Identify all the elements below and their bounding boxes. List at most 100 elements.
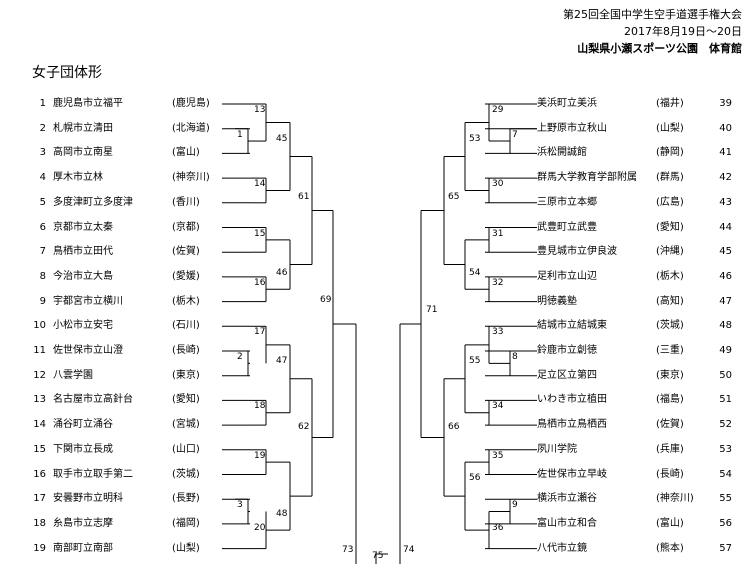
team-seed: 11	[33, 345, 46, 356]
team-prefecture: (静岡)	[656, 147, 684, 159]
match-number: 33	[492, 327, 504, 338]
team-prefecture: (茨城)	[656, 320, 684, 332]
team-seed: 53	[719, 443, 732, 455]
team-seed: 15	[33, 443, 46, 455]
team-prefecture: (神奈川)	[656, 493, 694, 505]
team-seed: 16	[33, 468, 46, 480]
match-number: 20	[254, 522, 266, 533]
match-number: 47	[276, 355, 288, 366]
match-number: 3	[237, 500, 243, 511]
team-prefecture: (長崎)	[172, 345, 200, 356]
team-prefecture: (福島)	[656, 394, 684, 406]
team-prefecture: (福井)	[656, 98, 684, 109]
match-number: 16	[254, 277, 266, 288]
team-name: 三原市立本郷	[537, 196, 597, 208]
team-prefecture: (栃木)	[172, 295, 200, 307]
team-seed: 49	[719, 345, 732, 356]
match-number: 2	[237, 352, 243, 362]
team-name: 下関市立長成	[53, 443, 113, 455]
team-seed: 56	[719, 517, 732, 529]
team-prefecture: (佐賀)	[656, 419, 684, 431]
team-name: 厚木市立林	[53, 172, 103, 184]
team-prefecture: (鹿児島)	[172, 98, 210, 109]
team-name: 美浜町立美浜	[537, 98, 597, 109]
team-name: 多度津町立多度津	[53, 196, 133, 208]
event-date: 2017年8月19日～20日	[624, 25, 742, 38]
match-number: 14	[254, 179, 266, 190]
team-prefecture: (香川)	[172, 196, 200, 208]
match-number: 1	[237, 129, 243, 140]
team-name: 糸島市立志摩	[53, 517, 113, 529]
match-number: 29	[492, 105, 504, 115]
team-name: 足利市立山辺	[537, 270, 597, 282]
team-name: いわき市立植田	[537, 394, 607, 406]
team-name: 安曇野市立明科	[53, 493, 123, 505]
team-prefecture: (愛知)	[656, 221, 684, 233]
category-title: 女子団体形	[32, 65, 102, 81]
team-prefecture: (高知)	[656, 295, 684, 307]
team-name: 足立区立第四	[537, 369, 597, 381]
match-number: 71	[426, 304, 438, 315]
team-seed: 42	[719, 172, 732, 184]
team-seed: 54	[719, 468, 732, 480]
team-seed: 51	[719, 394, 732, 406]
team-seed: 9	[39, 295, 46, 307]
team-name: 上野原市立秋山	[537, 122, 607, 134]
team-seed: 57	[719, 542, 732, 554]
team-prefecture: (愛媛)	[172, 270, 200, 282]
match-number: 55	[469, 355, 481, 366]
team-seed: 41	[719, 147, 732, 159]
team-name: 豊見城市立伊良波	[537, 246, 617, 258]
team-name: 佐世保市立山澄	[53, 345, 123, 356]
match-number: 48	[276, 509, 288, 520]
team-name: 武豊町立武豊	[537, 221, 597, 233]
team-prefecture: (沖縄)	[656, 246, 684, 258]
team-seed: 43	[719, 196, 732, 208]
team-seed: 47	[719, 295, 732, 307]
team-name: 群馬大学教育学部附属	[537, 172, 637, 184]
team-name: 名古屋市立高針台	[53, 394, 133, 406]
team-seed: 18	[33, 517, 46, 529]
team-seed: 1	[39, 98, 46, 109]
match-number: 19	[254, 450, 266, 461]
team-name: 佐世保市立早岐	[537, 468, 607, 480]
team-name: 八雲学園	[53, 369, 93, 381]
team-name: 浜松開誠館	[537, 147, 587, 159]
team-name: 京都市立太秦	[53, 221, 113, 233]
team-name: 高岡市立南星	[53, 147, 113, 159]
team-seed: 8	[39, 270, 46, 282]
team-seed: 7	[39, 246, 46, 258]
team-prefecture: (神奈川)	[172, 172, 210, 184]
team-seed: 46	[719, 270, 732, 282]
team-prefecture: (山梨)	[172, 542, 200, 554]
team-seed: 14	[33, 419, 46, 431]
team-seed: 2	[39, 122, 46, 134]
team-name: 富山市立和合	[537, 517, 597, 529]
match-number: 8	[512, 352, 518, 362]
match-number: 17	[254, 327, 266, 338]
team-prefecture: (佐賀)	[172, 246, 200, 258]
event-venue: 山梨県小瀬スポーツ公園 体育館	[577, 42, 742, 55]
team-prefecture: (北海道)	[172, 122, 210, 134]
team-seed: 17	[33, 493, 46, 505]
match-number: 62	[298, 422, 310, 433]
match-number: 46	[276, 268, 288, 279]
team-name: 小松市立安宅	[53, 320, 113, 332]
team-name: 涌谷町立涌谷	[53, 419, 113, 431]
match-number: 15	[254, 228, 266, 239]
match-number: 18	[254, 401, 266, 412]
team-seed: 3	[39, 147, 46, 159]
match-number: 74	[403, 545, 415, 555]
team-seed: 48	[719, 320, 732, 332]
team-seed: 52	[719, 419, 732, 431]
team-name: 札幌市立清田	[53, 122, 113, 134]
match-number: 9	[512, 500, 518, 511]
team-prefecture: (山梨)	[656, 122, 684, 134]
team-prefecture: (京都)	[172, 221, 200, 233]
team-prefecture: (広島)	[656, 196, 684, 208]
team-name: 取手市立取手第二	[53, 468, 133, 480]
team-name: 鳥栖市立鳥栖西	[537, 419, 607, 431]
match-number: 31	[492, 228, 504, 239]
